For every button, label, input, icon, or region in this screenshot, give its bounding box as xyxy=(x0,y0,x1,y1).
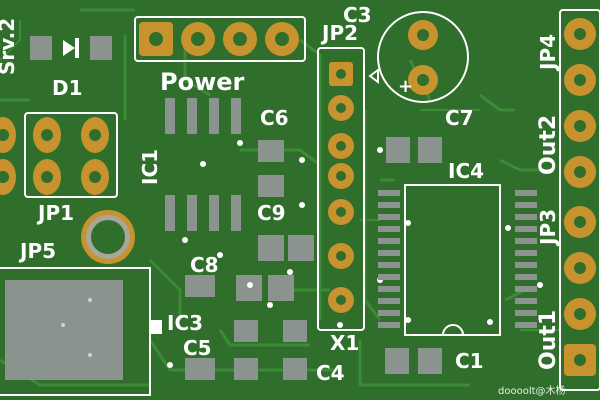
label-x1: X1 xyxy=(330,331,359,355)
diode-d1 xyxy=(30,36,112,60)
label-jp3: JP3 xyxy=(536,209,560,247)
label-srv2: Srv.2 xyxy=(0,18,19,75)
label-c8: C8 xyxy=(190,253,219,277)
label-plus: + xyxy=(398,76,413,97)
label-ic3: IC3 xyxy=(167,311,203,335)
label-c4: C4 xyxy=(316,361,345,385)
power-jack xyxy=(5,280,162,380)
label-power: Power xyxy=(160,68,245,96)
label-c1: C1 xyxy=(455,349,484,373)
jp1-header xyxy=(0,112,118,198)
output-header xyxy=(559,9,600,391)
smd-passives xyxy=(185,137,442,380)
ic4-chip xyxy=(378,184,537,336)
label-c6: C6 xyxy=(260,106,289,130)
label-ic4: IC4 xyxy=(448,159,484,183)
label-out2: Out2 xyxy=(536,115,561,175)
power-header-pads xyxy=(134,16,306,62)
label-jp1: JP1 xyxy=(36,201,74,225)
label-c7: C7 xyxy=(445,106,474,130)
label-d1: D1 xyxy=(52,76,83,100)
watermark-text: doooolt@木杨 xyxy=(498,384,566,397)
vias xyxy=(167,140,543,368)
capacitor-c7 xyxy=(377,11,469,103)
label-c5: C5 xyxy=(183,336,212,360)
label-jp2: JP2 xyxy=(320,21,358,45)
jp5-pad xyxy=(81,210,135,264)
label-jp5: JP5 xyxy=(18,239,56,263)
label-out1: Out1 xyxy=(536,310,561,370)
label-c9: C9 xyxy=(257,201,286,225)
x1-header xyxy=(317,47,379,331)
label-jp4: JP4 xyxy=(536,34,560,72)
label-ic1: IC1 xyxy=(138,149,162,185)
label-c3: C3 xyxy=(343,3,372,27)
ic1-chip xyxy=(165,98,241,231)
